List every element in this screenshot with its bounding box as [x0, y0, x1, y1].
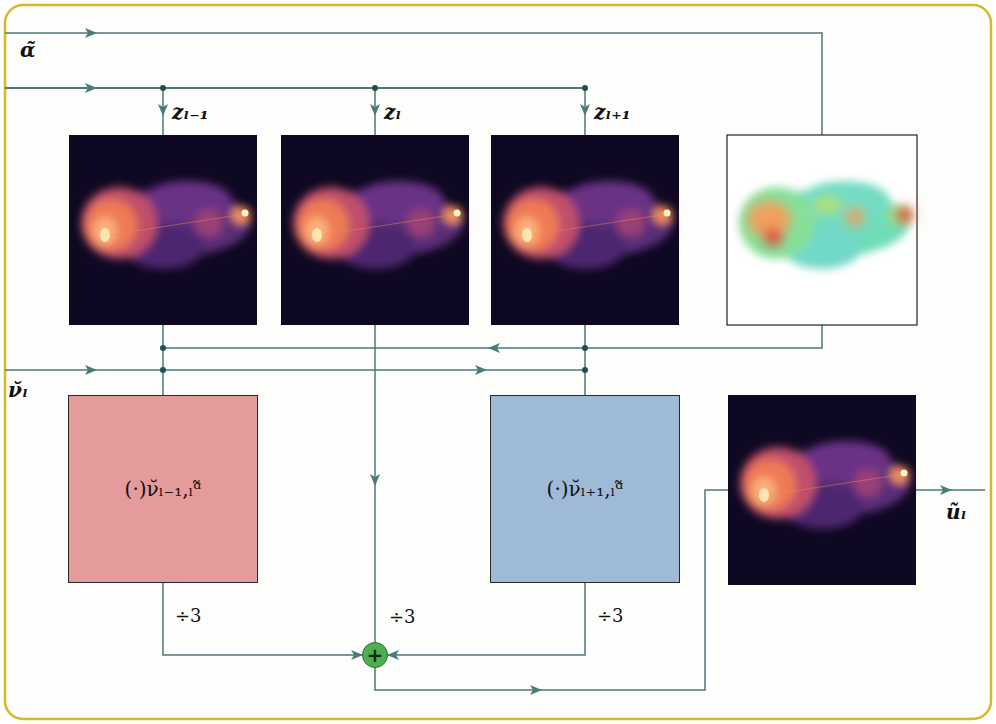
arrowhead [158, 104, 168, 116]
box-label: (·)ν̆ₗ₋₁,ₗᵅ̃ [125, 477, 202, 501]
weighting-box: (·)ν̆ₗ₋₁,ₗᵅ̃ [68, 395, 258, 583]
junction-dot [582, 345, 588, 351]
connector [388, 583, 585, 655]
signal-name: zₗ₊₁ [594, 100, 631, 124]
wires [5, 33, 985, 690]
input-symbol: α̃ [20, 38, 35, 62]
frame [5, 5, 991, 719]
signal-name: zₗ₋₁ [172, 100, 209, 124]
arrowhead [85, 83, 97, 93]
junction-dot [160, 367, 166, 373]
junction-dot [582, 367, 588, 373]
arrowhead [940, 485, 952, 495]
image-tile [491, 135, 679, 325]
arrowhead [475, 365, 487, 375]
wire [163, 88, 585, 135]
arrowheads [85, 28, 952, 695]
spectral-map [727, 135, 917, 325]
wire [163, 325, 822, 348]
arrowhead [85, 28, 97, 38]
map-border [727, 135, 917, 325]
image-tile [728, 395, 916, 585]
operator-symbol: + [367, 645, 384, 665]
junction-dot [372, 85, 378, 91]
image-tile [69, 135, 257, 325]
signal-name: zₗ [384, 100, 401, 124]
wire [5, 33, 822, 135]
junction-dot [582, 85, 588, 91]
arrowhead [580, 104, 590, 116]
scale-factor: ÷3 [389, 606, 416, 627]
scale-factor: ÷3 [175, 605, 202, 626]
arrowhead [488, 343, 500, 353]
image-tile [281, 135, 469, 325]
wire [163, 325, 585, 395]
arrowhead [370, 104, 380, 116]
junction-dot [160, 345, 166, 351]
weighting-box: (·)ν̆ₗ₊₁,ₗᵅ̃ [490, 395, 680, 583]
box-label: (·)ν̆ₗ₊₁,ₗᵅ̃ [547, 477, 624, 501]
sum-junction: + [362, 642, 388, 668]
junction-dot [160, 85, 166, 91]
arrowhead [85, 365, 97, 375]
arrowhead [530, 685, 542, 695]
connector [163, 583, 362, 655]
scale-factor: ÷3 [597, 605, 624, 626]
input-symbol: ν̆ₗ [8, 378, 28, 402]
output-symbol: ũₗ [946, 500, 966, 524]
map-spots [747, 197, 913, 246]
arrowhead [370, 474, 380, 486]
map-region [739, 181, 911, 269]
